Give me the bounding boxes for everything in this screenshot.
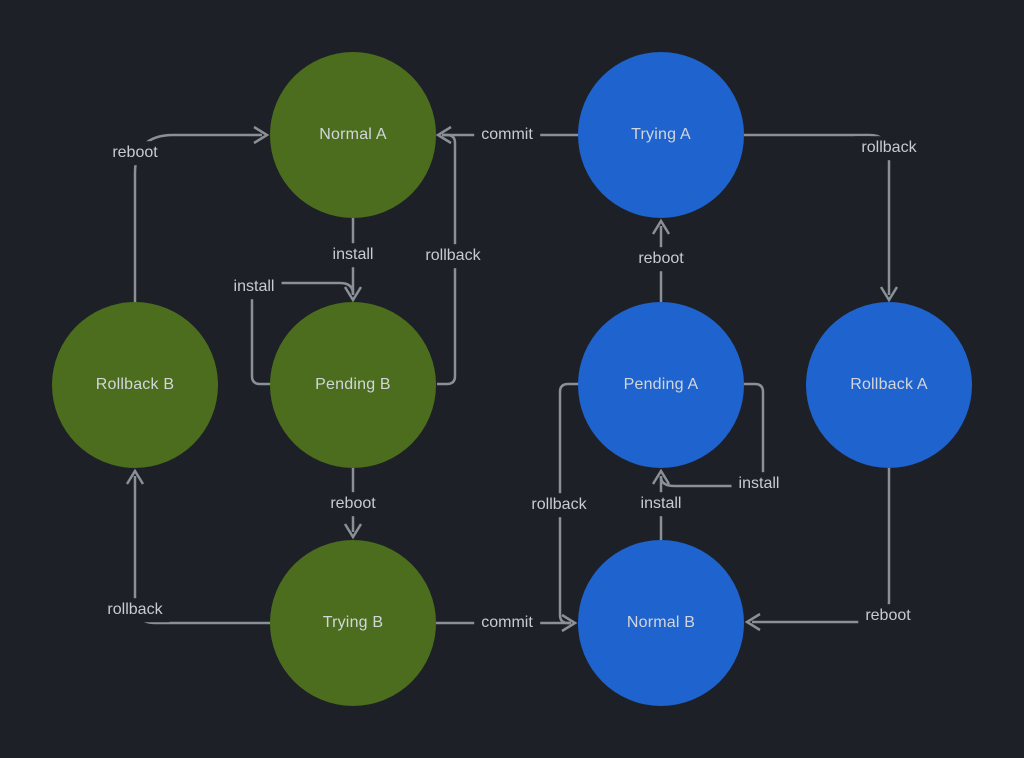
edge-label-install: install [633,492,689,516]
state-node-label: Pending A [623,376,699,393]
edge-label-rollback: rollback [854,136,924,160]
arrowhead-trying-a-rollback-rollback-a [879,286,899,303]
arrowhead-normal-b-install-pending-a [651,468,671,485]
state-node-label: Rollback B [95,376,175,393]
edge-label-commit: commit [474,123,540,147]
edge-label-install: install [325,243,381,267]
state-node-pending-a: Pending A [578,302,744,468]
edge-label-rollback: rollback [418,244,488,268]
arrowhead-rollback-b-reboot-normal-a [253,125,270,145]
arrowhead-trying-a-commit-normal-a [435,125,452,145]
edge-label-rollback: rollback [100,598,170,622]
state-node-label: Pending B [315,376,391,393]
state-node-normal-b: Normal B [578,540,744,706]
state-node-label: Normal B [626,614,696,631]
edge-label-rollback: rollback [524,493,594,517]
edge-label-install: install [731,472,787,496]
state-node-label: Rollback A [850,376,928,393]
edge-label-reboot: reboot [323,492,383,516]
state-node-rollback-a: Rollback A [806,302,972,468]
arrowhead-pending-a-reboot-trying-a [651,218,671,235]
state-node-label: Trying B [322,614,384,631]
edge-label-reboot: reboot [105,141,165,165]
state-node-label: Normal A [319,126,387,143]
state-node-normal-a: Normal A [270,52,436,218]
edge-label-reboot: reboot [631,247,691,271]
arrowhead-trying-b-rollback-rollback-b [125,468,145,485]
state-node-trying-a: Trying A [578,52,744,218]
arrowhead-pending-b-reboot-trying-b [343,523,363,540]
arrowhead-trying-b-commit-normal-b [561,613,578,633]
edge-label-commit: commit [474,611,540,635]
edge-label-reboot: reboot [858,604,918,628]
state-node-label: Trying A [631,126,691,143]
state-node-pending-b: Pending B [270,302,436,468]
arrowhead-normal-a-install-pending-b [343,286,363,303]
arrowhead-rollback-a-reboot-normal-b [744,612,761,632]
state-node-rollback-b: Rollback B [52,302,218,468]
edge-label-install: install [226,275,282,299]
state-node-trying-b: Trying B [270,540,436,706]
